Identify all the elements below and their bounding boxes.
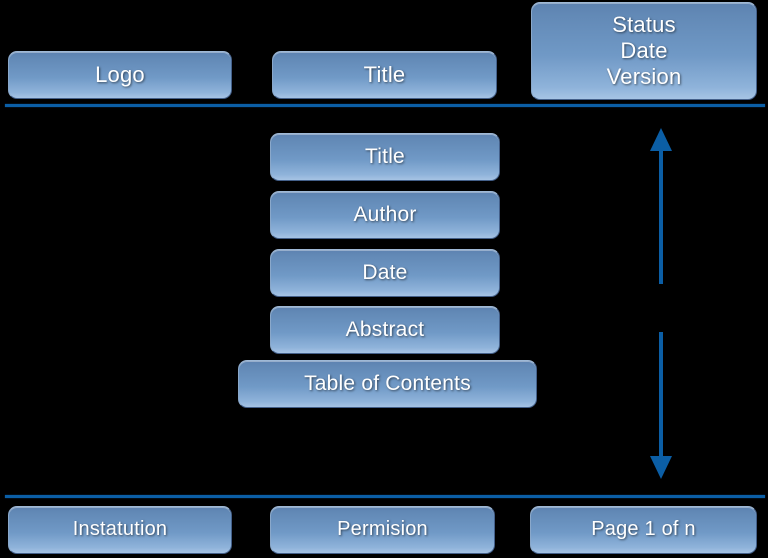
footer-divider (5, 495, 765, 498)
footer-box-institution[interactable]: Instatution (8, 506, 232, 554)
body-height-arrow-shaft-lower (659, 332, 663, 456)
body-height-arrow-head-up (650, 128, 672, 151)
header-divider (5, 104, 765, 107)
body-box-author-label: Author (353, 202, 417, 226)
header-box-title-label: Title (363, 62, 406, 88)
body-box-date[interactable]: Date (270, 249, 500, 297)
footer-box-permission[interactable]: Permision (270, 506, 495, 554)
status-line: Status (612, 12, 676, 38)
body-box-table-of-contents[interactable]: Table of Contents (238, 360, 537, 408)
footer-box-permission-label: Permision (337, 518, 428, 541)
version-line: Version (606, 63, 682, 89)
body-box-title[interactable]: Title (270, 133, 500, 181)
body-box-title-label: Title (365, 144, 405, 168)
body-box-abstract[interactable]: Abstract (270, 306, 500, 354)
footer-box-page-number-label: Page 1 of n (591, 518, 696, 541)
body-box-date-label: Date (362, 260, 408, 284)
footer-box-page-number[interactable]: Page 1 of n (530, 506, 757, 554)
header-box-logo[interactable]: Logo (8, 51, 232, 99)
date-line: Date (620, 38, 668, 64)
header-box-logo-label: Logo (95, 62, 145, 88)
body-height-arrow-head-down (650, 456, 672, 479)
header-box-title[interactable]: Title (272, 51, 497, 99)
body-box-author[interactable]: Author (270, 191, 500, 239)
footer-box-institution-label: Instatution (72, 518, 168, 541)
header-box-status-date-version-label: Status Date Version (607, 12, 682, 90)
body-box-table-of-contents-label: Table of Contents (304, 371, 471, 395)
body-box-abstract-label: Abstract (345, 317, 425, 341)
body-height-arrow-shaft-upper (659, 150, 663, 284)
header-box-status-date-version[interactable]: Status Date Version (531, 2, 757, 100)
